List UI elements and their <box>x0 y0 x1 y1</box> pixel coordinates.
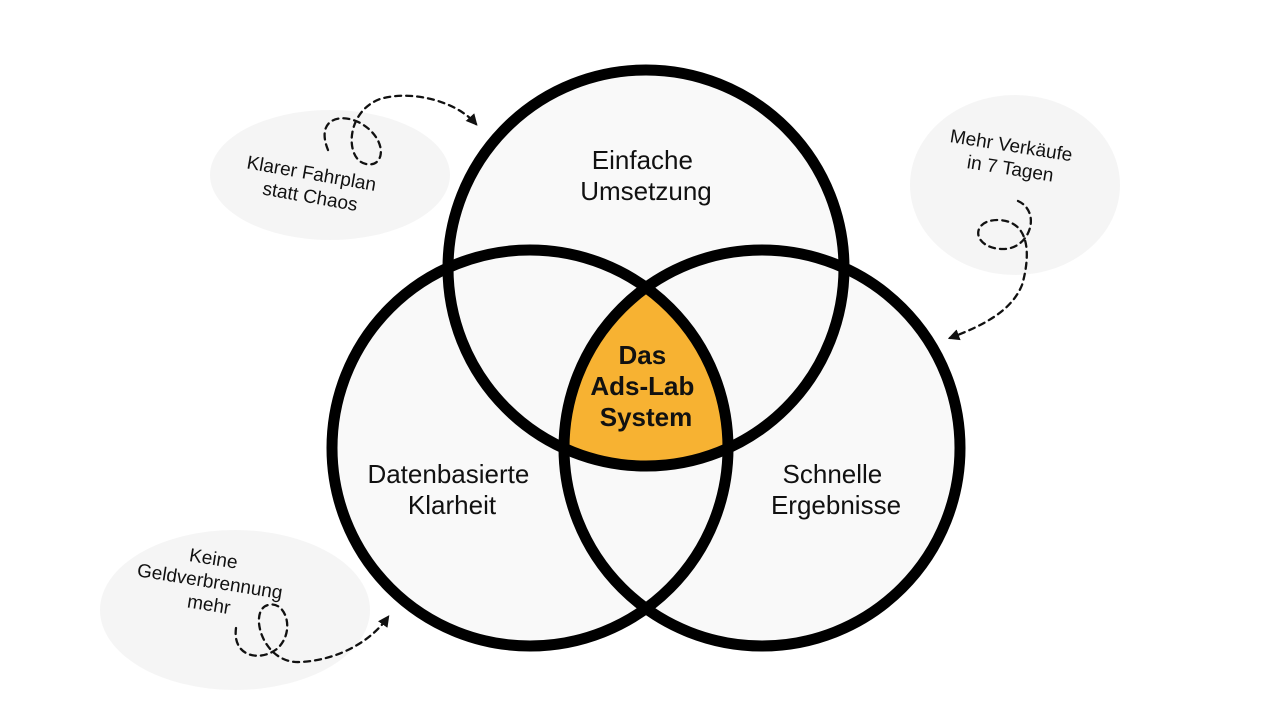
circle-left-label-line1: Datenbasierte <box>367 459 529 489</box>
note-blob-top-left <box>210 110 450 240</box>
center-label-line2: Ads-Lab <box>590 371 694 401</box>
circle-right-label: Schnelle Ergebnisse <box>771 459 901 520</box>
note-blob-bottom-left <box>100 530 370 690</box>
circle-top-label-line1: Einfache <box>592 145 693 175</box>
circle-left-label: Datenbasierte Klarheit <box>367 459 536 520</box>
note-blob-top-right <box>910 95 1120 275</box>
note-backgrounds <box>100 95 1120 690</box>
circle-right-label-line1: Schnelle <box>783 459 883 489</box>
center-label: Das Ads-Lab System <box>590 340 701 432</box>
circle-top-label-line2: Umsetzung <box>580 176 712 206</box>
circle-right-label-line2: Ergebnisse <box>771 490 901 520</box>
arrow-top-left <box>323 94 478 166</box>
circle-right-outline <box>558 244 966 652</box>
circle-left-label-line2: Klarheit <box>408 490 497 520</box>
arrow-top-right <box>947 199 1032 341</box>
arrow-bottom-left <box>234 603 390 664</box>
circle-left-outline <box>326 244 734 652</box>
circle-top-label: Einfache Umsetzung <box>580 145 712 206</box>
center-label-line1: Das <box>619 340 667 370</box>
center-label-line3: System <box>600 402 693 432</box>
